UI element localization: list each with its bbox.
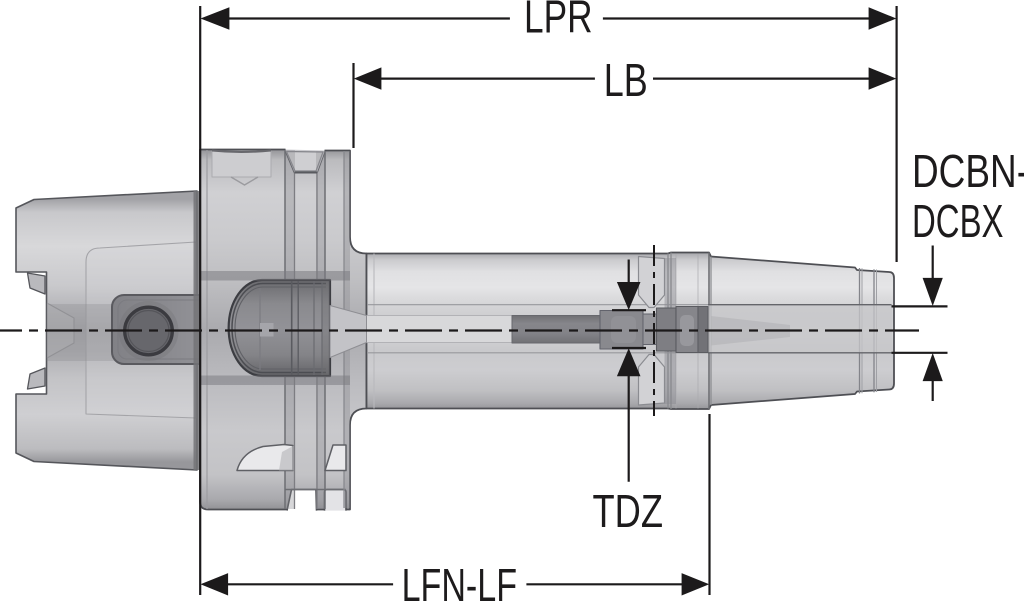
svg-text:DCBX: DCBX xyxy=(912,195,1004,247)
svg-text:TDZ: TDZ xyxy=(593,485,664,537)
svg-text:DCBN-: DCBN- xyxy=(912,145,1024,197)
svg-text:LB: LB xyxy=(604,54,648,106)
svg-text:LPR: LPR xyxy=(524,0,593,42)
svg-text:LFN-LF: LFN-LF xyxy=(402,559,517,601)
